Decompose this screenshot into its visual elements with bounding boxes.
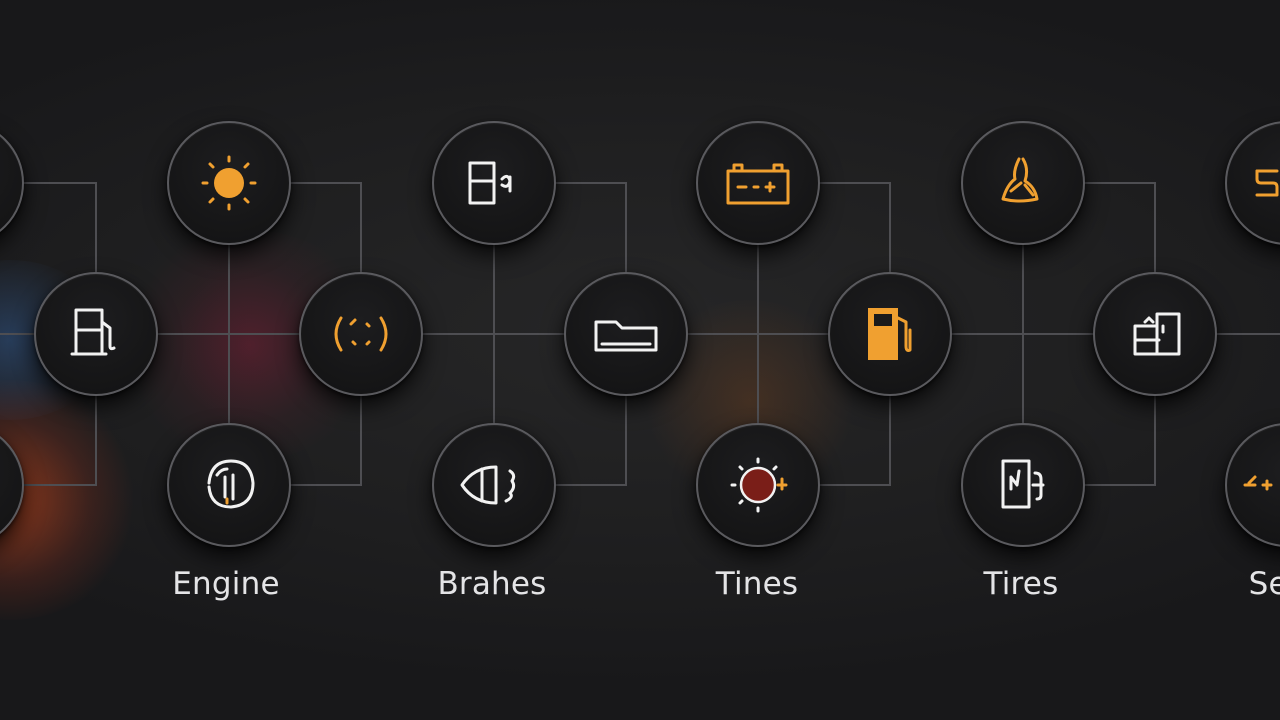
node-bottom-3[interactable] bbox=[696, 423, 820, 547]
category-label-tines: Tines bbox=[715, 566, 799, 602]
node-bottom-4[interactable] bbox=[961, 423, 1085, 547]
steering-icon bbox=[207, 459, 255, 509]
lamp-door-icon bbox=[468, 161, 512, 205]
door-panel-icon bbox=[1133, 312, 1181, 356]
door-open-icon bbox=[594, 320, 658, 352]
category-label-tires: Tires bbox=[983, 566, 1059, 602]
tire-pressure-icon bbox=[730, 457, 788, 513]
node-middle-1[interactable] bbox=[299, 272, 423, 396]
seat-icon bbox=[1001, 459, 1045, 509]
light-icon bbox=[1243, 475, 1273, 491]
category-label-engine: Engine bbox=[172, 566, 280, 602]
battery-icon bbox=[726, 163, 790, 205]
node-top-1[interactable] bbox=[167, 121, 291, 245]
fuel-gauge-icon bbox=[868, 308, 912, 360]
sun-warning-icon bbox=[201, 155, 257, 211]
node-bottom-1[interactable] bbox=[167, 423, 291, 547]
node-middle-4[interactable] bbox=[1093, 272, 1217, 396]
node-top-4[interactable] bbox=[961, 121, 1085, 245]
node-bottom-5[interactable] bbox=[1225, 423, 1280, 547]
category-label: e bbox=[0, 566, 70, 602]
category-label-seat: Seot bbox=[1248, 566, 1280, 602]
brake-warning-icon bbox=[334, 316, 388, 352]
tpms-icon bbox=[1255, 169, 1279, 197]
node-middle-3[interactable] bbox=[828, 272, 952, 396]
oil-icon bbox=[460, 465, 516, 505]
node-bottom-2[interactable] bbox=[432, 423, 556, 547]
seat-belt-icon bbox=[1001, 157, 1039, 203]
node-middle-2[interactable] bbox=[564, 272, 688, 396]
fuel-pump-icon bbox=[70, 308, 116, 356]
node-middle-0[interactable] bbox=[34, 272, 158, 396]
node-top-5[interactable] bbox=[1225, 121, 1280, 245]
category-label-brakes: Brahes bbox=[437, 566, 547, 602]
node-top-3[interactable] bbox=[696, 121, 820, 245]
node-top-2[interactable] bbox=[432, 121, 556, 245]
